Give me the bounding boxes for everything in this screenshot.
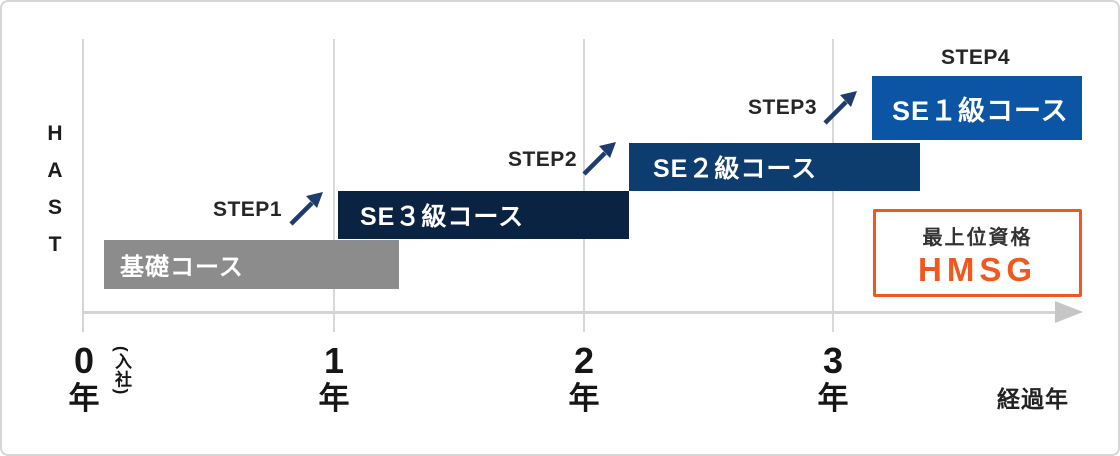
step3-up-arrow-icon [823,91,857,125]
y-axis-label: H A S T [38,115,72,263]
tick-unit: 年 [817,381,849,416]
top-qualification-badge: 最上位資格 HMSG [873,209,1082,297]
tick-year-1: 1 年 [294,342,374,417]
step2-label: STEP2 [507,148,577,171]
course-label: SE２級コース [653,155,818,183]
y-axis-line [82,39,84,332]
gridline-year-1 [333,39,335,332]
course-box-basic: 基礎コース [104,240,399,289]
x-axis-label: 経過年 [997,386,1069,412]
y-axis-letter: S [47,196,62,219]
course-label: 基礎コース [120,254,244,281]
x-axis-line [82,311,1057,314]
course-label: SE１級コース [892,95,1069,126]
badge-code: HMSG [918,251,1037,288]
step1-up-arrow-icon [289,192,323,226]
y-axis-letter: T [48,233,62,256]
tick-value: 3 [822,340,844,381]
tick-value: 2 [573,340,595,381]
course-box-se3: SE３級コース [338,191,629,239]
tick-year-0: 0 年 [44,342,124,417]
tick-unit: 年 [68,381,100,416]
step4-label: STEP4 [940,46,1011,69]
badge-title: 最上位資格 [922,227,1033,249]
step3-label: STEP3 [747,96,817,119]
tick-year-0-annotation: (入社) [112,346,131,396]
course-box-se1: SE１級コース [872,76,1082,140]
tick-year-2: 2 年 [544,342,624,417]
gridline-year-2 [583,39,585,332]
tick-value: 0 [73,340,95,381]
axis-arrowhead-icon [1055,301,1083,323]
tick-unit: 年 [568,381,600,416]
course-label: SE３級コース [360,203,525,231]
course-box-se2: SE２級コース [629,143,920,191]
tick-unit: 年 [318,381,350,416]
y-axis-letter: A [47,159,63,182]
tick-year-3: 3 年 [793,342,873,417]
step1-label: STEP1 [212,198,282,221]
y-axis-letter: H [47,122,63,145]
step2-up-arrow-icon [582,142,616,176]
tick-value: 1 [323,340,345,381]
